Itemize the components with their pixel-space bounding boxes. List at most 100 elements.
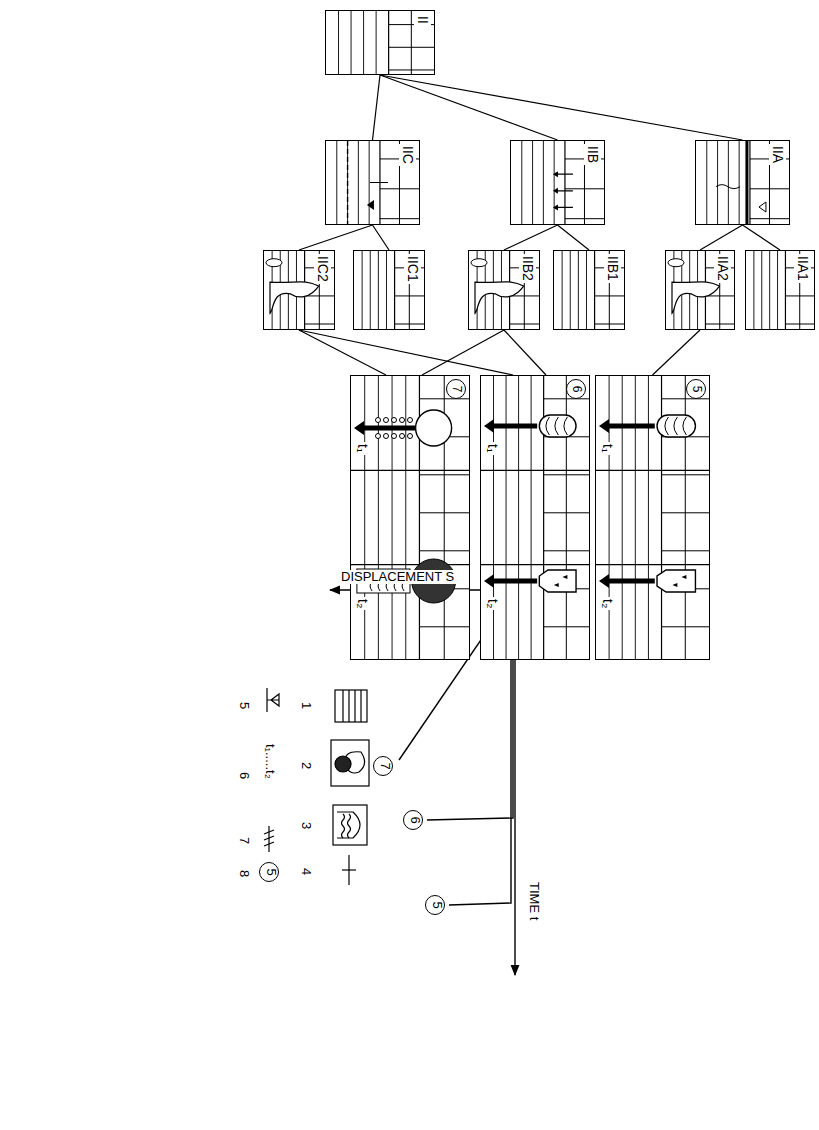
panel-illustration [544, 398, 567, 399]
legend-number: 4 [299, 866, 313, 877]
wall-schematic [521, 141, 522, 224]
panel-illustration [481, 564, 589, 565]
panel-illustration [648, 376, 649, 659]
panel-illustration [400, 434, 405, 439]
legend-sample [360, 690, 361, 722]
tree-connector [504, 330, 546, 375]
case-label: IIB1 [604, 254, 621, 283]
tree-connector [504, 225, 558, 250]
legend-sample [264, 688, 369, 885]
panel-illustration [364, 376, 365, 659]
panel-illustration [400, 418, 405, 423]
wall-schematic [785, 295, 799, 296]
legend-sample [342, 814, 345, 838]
legend-sample [342, 690, 343, 722]
wall-schematic [395, 324, 410, 325]
panel-illustration [405, 376, 406, 659]
wall-schematic [562, 251, 563, 329]
legend-sample [333, 805, 367, 845]
tree-connector [653, 330, 701, 375]
panel-illustration [609, 376, 610, 659]
callout-number: 6 [403, 810, 423, 830]
panel-illustration [596, 376, 709, 659]
panel-illustration [362, 426, 416, 431]
wall-schematic [380, 218, 400, 219]
wall-schematic [386, 251, 387, 329]
wall-schematic [672, 282, 719, 314]
callout-number: 5 [259, 862, 279, 882]
tree-connector [700, 225, 743, 250]
wall-schematic [668, 259, 684, 267]
panel-illustration [544, 550, 567, 551]
panel-illustration [506, 376, 507, 659]
panel-illustration [607, 579, 655, 584]
wall-schematic [749, 141, 750, 224]
case-label: IIB2 [519, 254, 536, 283]
tree-connector [373, 75, 381, 140]
wall-schematic [769, 188, 789, 189]
wall-schematic [370, 182, 388, 183]
legend-sample [354, 690, 355, 722]
panel-illustration [566, 512, 589, 513]
panel-illustration [683, 417, 687, 435]
panel-illustration [566, 626, 589, 627]
panel-illustration [419, 550, 444, 551]
wall-schematic [609, 295, 624, 296]
wall-schematic [370, 251, 371, 329]
wall-schematic [800, 295, 814, 296]
wall-schematic [543, 141, 544, 224]
wall-schematic [532, 141, 533, 224]
axis-label: DISPLACEMENT S [339, 570, 456, 584]
panel-illustration [635, 376, 636, 659]
panel-illustration [351, 564, 469, 565]
wall-schematic [800, 324, 814, 325]
panel-illustration [662, 474, 686, 475]
wall-schematic [739, 141, 740, 224]
wall-schematic [399, 218, 419, 219]
panel-illustration [419, 512, 444, 513]
wall-schematic [524, 324, 539, 325]
tree-connector [558, 225, 590, 250]
time-label: t₁ [354, 442, 371, 455]
wall-schematic [720, 295, 734, 296]
wall-schematic [565, 218, 585, 219]
wall-schematic [510, 324, 525, 325]
wall-schematic [769, 218, 789, 219]
panel-illustration [544, 474, 567, 475]
wall-schematic [363, 11, 364, 74]
legend-number: 2 [299, 760, 313, 771]
wall-schematic [595, 295, 610, 296]
wall-schematic [750, 188, 770, 189]
tree-connector [299, 330, 386, 375]
panel-illustration [493, 376, 494, 659]
wall-schematic [394, 251, 395, 329]
panel-illustration [416, 410, 452, 446]
wall-schematic [785, 324, 799, 325]
panel-illustration [444, 512, 469, 513]
wall-schematic [717, 141, 718, 224]
wall-schematic [706, 141, 707, 224]
wall-schematic [759, 202, 766, 212]
panel-illustration [596, 564, 709, 565]
wall-schematic [367, 200, 374, 210]
time-label: t₂ [354, 597, 371, 610]
callout-number: 7 [373, 756, 393, 776]
wall-schematic [553, 171, 558, 177]
time-label: t₁ [599, 442, 616, 455]
callout-number: 5 [425, 895, 445, 915]
wall-schematic [716, 185, 740, 189]
case-label: IIA1 [794, 254, 811, 283]
panel-illustration [444, 550, 469, 551]
case-label: IIC2 [314, 254, 331, 284]
legend-sample [348, 814, 351, 838]
wall-schematic [411, 47, 434, 48]
panel-illustration [555, 417, 559, 435]
panel-illustration [354, 421, 364, 435]
legend-sample [348, 690, 349, 722]
wall-schematic [266, 259, 282, 267]
panel-illustration [392, 418, 397, 423]
panel-illustration [662, 626, 686, 627]
wall-schematic [358, 141, 359, 224]
wall-schematic [553, 204, 558, 210]
